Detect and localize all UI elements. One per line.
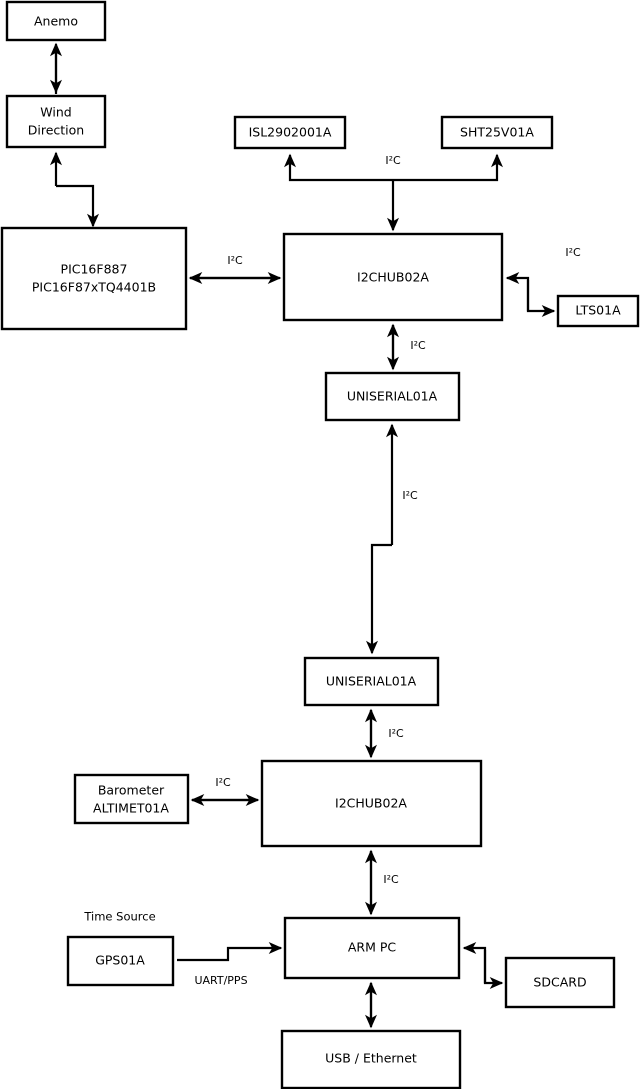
edge-label-i2c-hub-lts: I²C <box>565 246 581 259</box>
connector-hub-isl <box>283 153 393 182</box>
node-barometer-box[interactable] <box>73 773 190 825</box>
node-uniserial01a-top[interactable]: UNISERIAL01A <box>324 371 461 422</box>
node-usb-ethernet[interactable]: USB / Ethernet <box>280 1029 462 1089</box>
node-uniserial01a-top-label: UNISERIAL01A <box>347 389 438 404</box>
node-usb-ethernet-label: USB / Ethernet <box>325 1051 417 1066</box>
edge-label-i2c-hub2-arm: I²C <box>383 873 399 886</box>
node-wind-direction[interactable]: Wind Direction <box>5 94 107 149</box>
node-uniserial01a-bottom-label: UNISERIAL01A <box>326 674 417 689</box>
node-pic-mcu-box[interactable] <box>0 226 188 331</box>
node-sht25v01a-label: SHT25V01A <box>460 125 534 140</box>
node-barometer-label-line1: Barometer <box>98 783 165 798</box>
node-gps01a-label: GPS01A <box>95 953 145 968</box>
node-isl2902001a[interactable]: ISL2902001A <box>233 115 347 150</box>
node-arm-pc[interactable]: ARM PC <box>283 916 461 980</box>
edge-label-i2c-barometer-hub2: I²C <box>215 776 231 789</box>
node-i2chub02a-top-label: I2CHUB02A <box>357 270 429 285</box>
node-pic-mcu-label-line1: PIC16F887 <box>61 262 128 277</box>
node-wind-direction-label-line2: Direction <box>28 123 84 138</box>
connector-arm-sdcard <box>483 950 504 990</box>
node-lts01a[interactable]: LTS01A <box>556 294 640 328</box>
node-arm-pc-label: ARM PC <box>348 940 397 955</box>
edge-label-i2c-pic-hub: I²C <box>227 254 243 267</box>
node-wind-direction-box[interactable] <box>5 94 107 149</box>
connector-gps-arm <box>177 941 283 962</box>
connector-hub-lts <box>526 280 556 318</box>
edge-label-i2c-hub-sensors: I²C <box>385 154 401 167</box>
node-sdcard-box[interactable] <box>504 956 616 1009</box>
connector-hub-sht <box>393 153 504 182</box>
connector-lts-hub <box>505 271 530 311</box>
node-i2chub02a-bottom-box[interactable] <box>260 759 483 848</box>
node-usb-ethernet-box[interactable] <box>280 1029 462 1089</box>
node-uniserial01a-bottom-box[interactable] <box>303 656 440 707</box>
node-isl2902001a-box[interactable] <box>233 115 347 150</box>
node-uniserial01a-top-box[interactable] <box>324 371 461 422</box>
connector-pic-wind-elbow <box>56 184 100 228</box>
connector-sdcard-arm <box>462 941 487 983</box>
node-wind-direction-label-line1: Wind <box>40 105 71 120</box>
node-sht25v01a-box[interactable] <box>440 115 554 150</box>
connector-uniserial-down <box>365 543 392 655</box>
label-layer: I²C I²C I²C I²C I²C I²C I²C I²C UART/PPS… <box>83 154 581 987</box>
node-lts01a-label: LTS01A <box>575 303 621 318</box>
node-anemo-label: Anemo <box>34 14 78 29</box>
node-lts01a-box[interactable] <box>556 294 640 328</box>
node-isl2902001a-label: ISL2902001A <box>249 125 332 140</box>
node-i2chub02a-top-box[interactable] <box>282 232 504 322</box>
node-barometer-label-line2: ALTIMET01A <box>93 801 169 816</box>
node-uniserial01a-bottom[interactable]: UNISERIAL01A <box>303 656 440 707</box>
node-pic-mcu-label-line2: PIC16F87xTQ4401B <box>32 280 156 295</box>
node-barometer[interactable]: Barometer ALTIMET01A <box>73 773 190 825</box>
node-anemo-box[interactable] <box>5 0 107 42</box>
node-sht25v01a[interactable]: SHT25V01A <box>440 115 554 150</box>
node-sdcard-label: SDCARD <box>533 975 586 990</box>
node-gps01a-box[interactable] <box>66 935 175 987</box>
label-time-source: Time Source <box>83 910 155 924</box>
node-gps01a[interactable]: GPS01A <box>66 935 175 987</box>
node-sdcard[interactable]: SDCARD <box>504 956 616 1009</box>
edge-label-i2c-uniserial-hub2: I²C <box>388 727 404 740</box>
edge-label-i2c-uniserial-uniserial: I²C <box>402 489 418 502</box>
connector-layer <box>49 42 556 1029</box>
node-anemo[interactable]: Anemo <box>5 0 107 42</box>
node-i2chub02a-top[interactable]: I2CHUB02A <box>282 232 504 322</box>
node-i2chub02a-bottom[interactable]: I2CHUB02A <box>260 759 483 848</box>
edge-label-i2c-hub-uniserial: I²C <box>410 339 426 352</box>
edge-label-uart-pps: UART/PPS <box>194 974 247 987</box>
node-arm-pc-box[interactable] <box>283 916 461 980</box>
node-pic-mcu[interactable]: PIC16F887 PIC16F87xTQ4401B <box>0 226 188 331</box>
node-i2chub02a-bottom-label: I2CHUB02A <box>335 796 407 811</box>
